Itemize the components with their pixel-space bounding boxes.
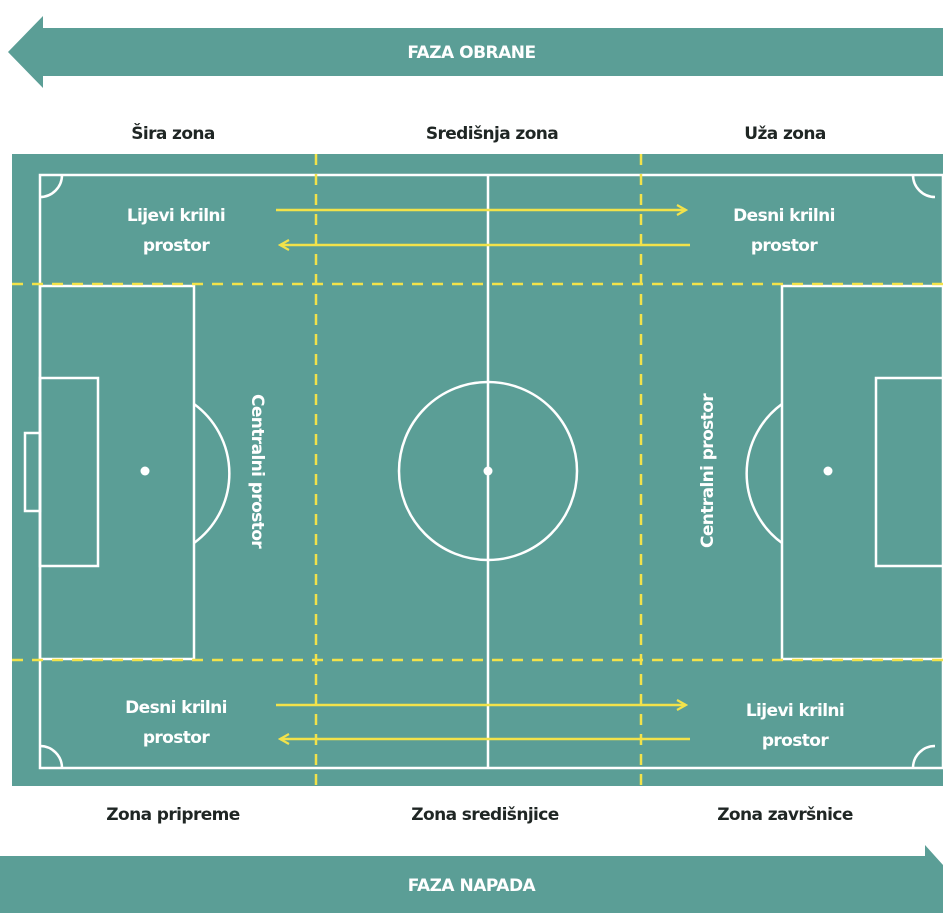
corner-arc-bottom-right xyxy=(911,744,936,769)
left-penalty-arc xyxy=(193,402,231,545)
right-penalty-spot xyxy=(823,466,833,476)
zone-label-midfield: Zona središnjice xyxy=(411,805,559,825)
bottom-left-wing-label-line1: Desni krilni xyxy=(125,698,227,718)
zone-label-preparation: Zona pripreme xyxy=(106,805,240,825)
left-penalty-spot xyxy=(140,466,150,476)
defense-phase-label: FAZA OBRANE xyxy=(407,43,536,63)
center-circle xyxy=(397,380,579,562)
corner-arc-top-right xyxy=(911,174,936,199)
left-arrow-shape xyxy=(8,16,943,88)
top-left-wing-label-line1: Lijevi krilni xyxy=(127,206,225,226)
central-space-label-right: Centralni prostor xyxy=(698,393,718,548)
right-penalty-arc xyxy=(745,402,783,545)
attack-phase-banner: FAZA NAPADA xyxy=(0,843,943,913)
top-right-wing-label-line2: prostor xyxy=(751,236,819,256)
zone-label-wide: Šira zona xyxy=(131,124,215,144)
corner-arc-top-left xyxy=(39,174,64,199)
top-right-wing-label-line1: Desni krilni xyxy=(733,206,835,226)
right-arrow-shape xyxy=(0,845,943,913)
zone-label-finishing: Zona završnice xyxy=(717,805,853,825)
bottom-right-wing-label-line1: Lijevi krilni xyxy=(746,701,844,721)
pitch-background xyxy=(12,154,943,786)
bottom-right-wing-label-line2: prostor xyxy=(762,731,830,751)
zone-label-central: Središnja zona xyxy=(425,124,559,144)
attack-phase-label: FAZA NAPADA xyxy=(407,876,536,896)
center-spot xyxy=(483,466,493,476)
left-goal xyxy=(23,431,42,513)
top-left-wing-label-line2: prostor xyxy=(143,236,211,256)
right-penalty-area xyxy=(780,284,943,661)
central-space-label-left: Centralni prostor xyxy=(247,394,267,549)
corner-arc-bottom-left xyxy=(39,744,64,769)
defense-phase-banner: FAZA OBRANE xyxy=(0,14,943,90)
right-goal-area xyxy=(874,376,943,568)
zone-label-narrow: Uža zona xyxy=(744,124,826,144)
bottom-left-wing-label-line2: prostor xyxy=(143,728,211,748)
